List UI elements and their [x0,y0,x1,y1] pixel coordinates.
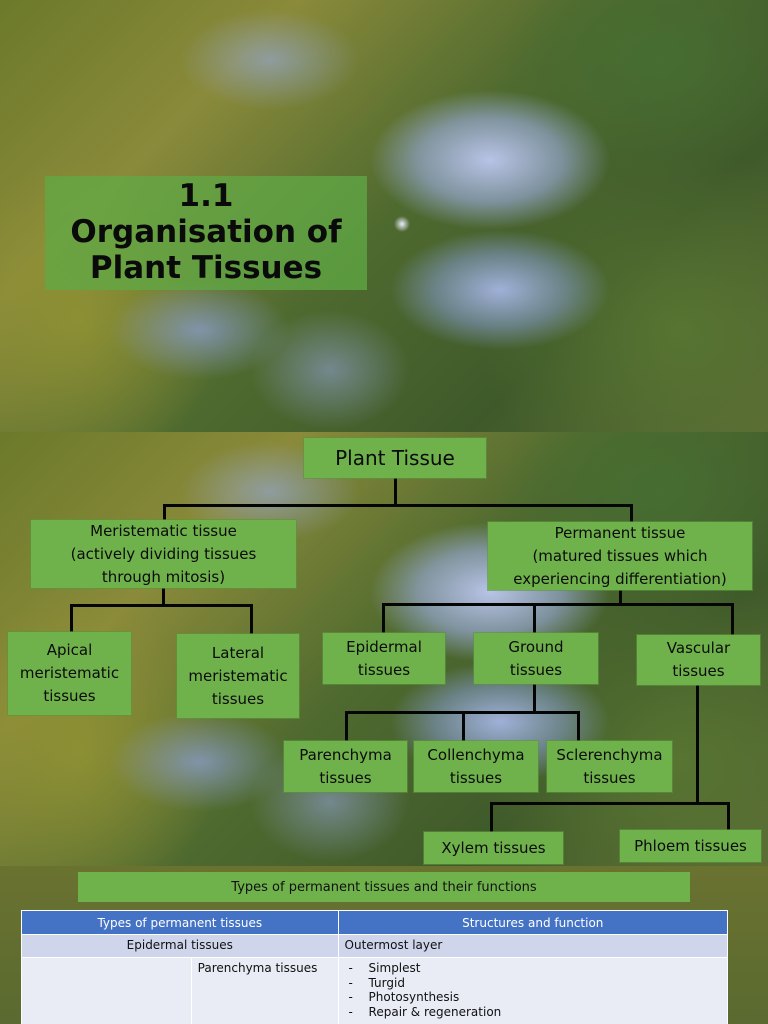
title-line: Plant Tissues [89,250,323,286]
connector-line [490,802,493,832]
connector-line [462,711,465,741]
function-list: Simplest Turgid Photosynthesis Repair & … [345,961,721,1019]
connector-line [382,603,734,606]
connector-line [727,802,730,830]
column-header: Types of permanent tissues [21,910,339,935]
node-phloem-tissues: Phloem tissues [620,830,761,862]
table-row: Parenchyma tissues Simplest Turgid Photo… [21,957,729,1024]
tissue-group-cell [21,957,192,1024]
title-slide: 1.1 Organisation of Plant Tissues [0,0,768,432]
tissue-hierarchy-slide: Plant Tissue Meristematic tissue (active… [0,432,768,866]
connector-line [163,504,166,520]
permanent-tissue-table-slide: Types of permanent tissues and their fun… [0,866,768,1024]
connector-line [533,603,536,633]
table-row: Epidermal tissues Outermost layer [21,934,729,958]
connector-line [533,684,536,714]
node-lateral-meristematic: Lateral meristematic tissues [177,634,299,718]
connector-line [163,504,633,507]
node-vascular-tissues: Vascular tissues [637,635,760,685]
connector-line [394,478,397,506]
list-item: Simplest [349,961,721,976]
title-line: Organisation of [70,214,342,250]
node-meristematic-tissue: Meristematic tissue (actively dividing t… [31,520,296,588]
function-cell: Outermost layer [337,934,729,958]
connector-line [577,711,580,741]
list-item: Repair & regeneration [349,1005,721,1020]
connector-line [250,604,253,634]
tissue-subtype-cell: Parenchyma tissues [190,957,339,1024]
connector-line [630,504,633,522]
connector-line [490,802,730,805]
function-cell: Simplest Turgid Photosynthesis Repair & … [337,957,729,1024]
node-parenchyma-tissues: Parenchyma tissues [284,741,407,792]
connector-line [382,603,385,633]
permanent-tissues-table: Types of permanent tissues Structures an… [21,910,729,1024]
node-ground-tissues: Ground tissues [474,633,598,684]
connector-line [70,604,253,607]
list-item: Photosynthesis [349,990,721,1005]
slide-title: 1.1 Organisation of Plant Tissues [45,176,367,290]
table-header-row: Types of permanent tissues Structures an… [21,910,729,935]
flower-background-image [0,0,768,432]
node-xylem-tissues: Xylem tissues [424,832,563,864]
connector-line [731,603,734,635]
connector-line [162,588,165,606]
connector-line [696,685,699,805]
title-number: 1.1 [178,178,234,214]
column-header: Structures and function [337,910,729,935]
connector-line [70,604,73,632]
connector-line [345,711,348,741]
connector-line [619,590,622,605]
node-sclerenchyma-tissues: Sclerenchyma tissues [547,741,672,792]
table-title-banner: Types of permanent tissues and their fun… [78,872,690,902]
node-epidermal-tissues: Epidermal tissues [323,633,445,684]
node-collenchyma-tissues: Collenchyma tissues [414,741,538,792]
node-permanent-tissue: Permanent tissue (matured tissues which … [488,522,752,590]
node-plant-tissue: Plant Tissue [304,438,486,478]
node-apical-meristematic: Apical meristematic tissues [8,632,131,715]
list-item: Turgid [349,976,721,991]
tissue-type-cell: Epidermal tissues [21,934,339,958]
